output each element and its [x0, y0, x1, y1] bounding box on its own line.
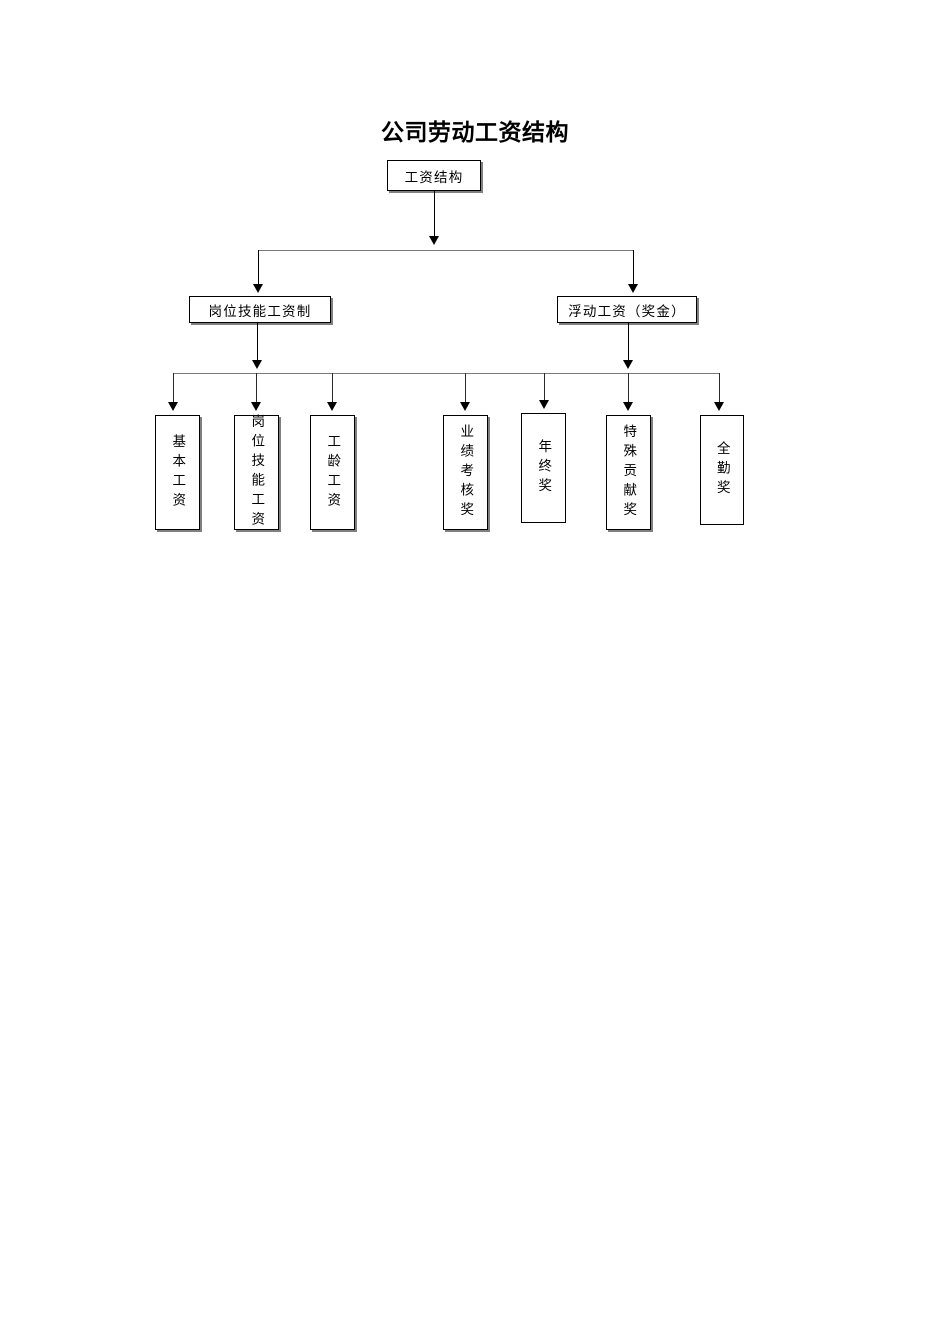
connector-bus-level1	[258, 250, 634, 251]
arrowhead-seniority-wage	[327, 402, 337, 411]
arrowhead-post-skill-wage	[251, 402, 261, 411]
arrowhead-stem-post-skill	[252, 360, 262, 369]
connector-drop-post-skill	[258, 250, 259, 286]
arrowhead-basic-wage	[168, 402, 178, 411]
arrowhead-performance-review-award	[460, 402, 470, 411]
connector-bus-level2	[173, 373, 719, 374]
connector-stem-floating-wage	[628, 323, 629, 363]
arrowhead-floating-wage	[628, 284, 638, 293]
node-post-skill-wage[interactable]: 岗位技能工资	[234, 414, 279, 531]
node-label: 年终奖	[536, 438, 552, 498]
node-label: 业绩考核奖	[458, 423, 474, 522]
node-label: 特殊贡献奖	[621, 423, 637, 522]
arrowhead-year-end-bonus	[539, 400, 549, 409]
node-label: 全勤奖	[714, 440, 730, 500]
arrowhead-root-stem	[429, 236, 439, 245]
node-full-attendance-award[interactable]: 全勤奖	[700, 415, 744, 525]
arrowhead-stem-floating-wage	[623, 360, 633, 369]
node-salary-structure[interactable]: 工资结构	[387, 160, 481, 191]
arrowhead-post-skill	[253, 284, 263, 293]
connector-root-stem	[434, 191, 435, 239]
page-title: 公司劳动工资结构	[381, 119, 569, 145]
connector-drop-basic-wage	[173, 373, 174, 406]
node-label: 浮动工资（奖金）	[568, 303, 686, 319]
connector-drop-special-contribution-award	[628, 373, 629, 406]
node-floating-wage-bonus[interactable]: 浮动工资（奖金）	[557, 296, 697, 323]
connector-drop-year-end-bonus	[544, 373, 545, 404]
node-label: 工龄工资	[325, 433, 341, 512]
connector-drop-full-attendance-award	[719, 373, 720, 406]
node-label: 岗位技能工资	[249, 414, 265, 531]
arrowhead-full-attendance-award	[714, 402, 724, 411]
connector-drop-performance-review-award	[465, 373, 466, 406]
node-year-end-bonus[interactable]: 年终奖	[521, 413, 566, 523]
node-basic-wage[interactable]: 基本工资	[155, 415, 200, 530]
node-performance-review-award[interactable]: 业绩考核奖	[443, 415, 488, 530]
connector-drop-floating-wage	[633, 250, 634, 286]
connector-drop-seniority-wage	[332, 373, 333, 406]
connector-drop-post-skill-wage	[256, 373, 257, 406]
node-seniority-wage[interactable]: 工龄工资	[310, 415, 355, 530]
node-label: 岗位技能工资制	[208, 303, 312, 319]
arrowhead-special-contribution-award	[623, 402, 633, 411]
connector-stem-post-skill	[257, 323, 258, 363]
node-label: 基本工资	[170, 433, 186, 512]
node-label: 工资结构	[404, 169, 464, 185]
node-special-contribution-award[interactable]: 特殊贡献奖	[606, 415, 651, 530]
node-post-skill-wage-system[interactable]: 岗位技能工资制	[189, 296, 331, 323]
